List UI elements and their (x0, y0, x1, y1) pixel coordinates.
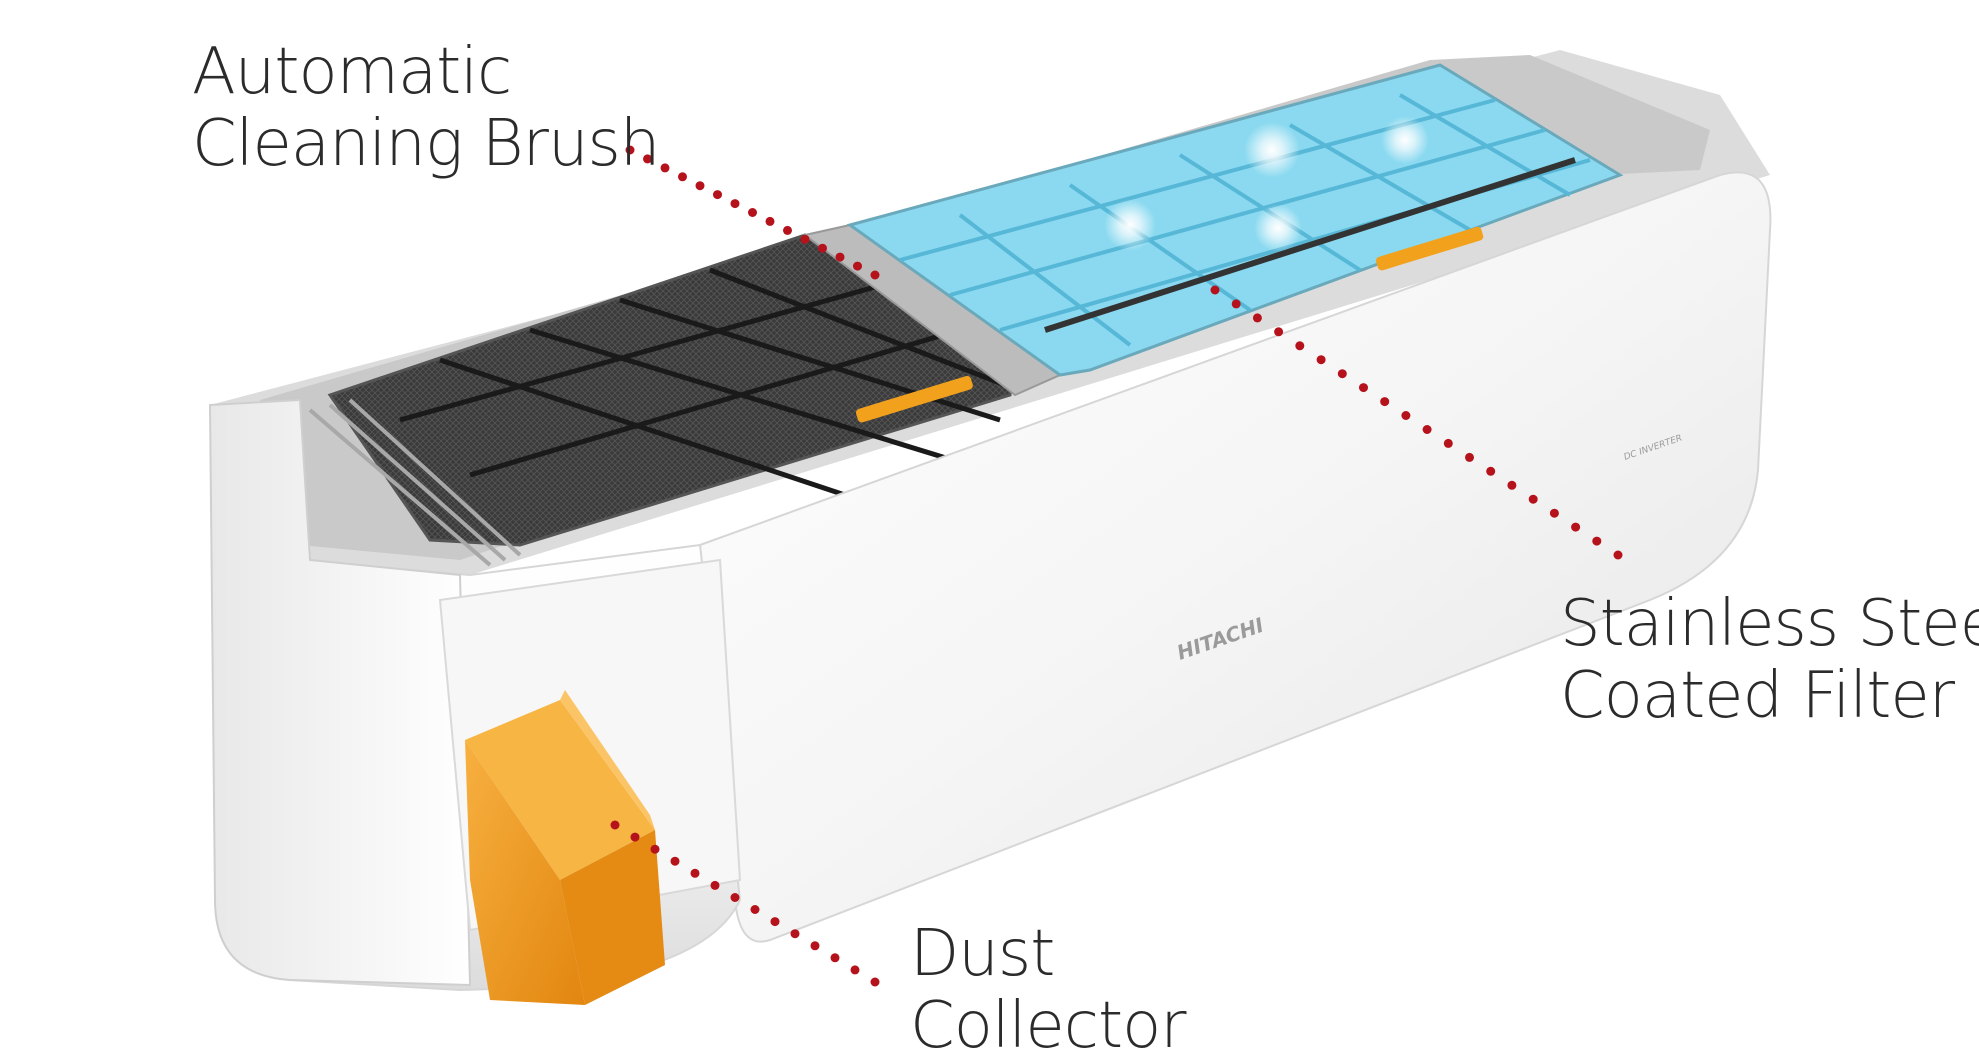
leader-dot (690, 868, 700, 878)
leader-dot (1443, 438, 1453, 448)
leader-dot (783, 225, 792, 235)
leader-dot (730, 893, 740, 902)
leader-dot (1549, 508, 1559, 518)
unit-front-panel (698, 171, 1772, 943)
dust-collector (465, 690, 665, 1005)
leader-dot (1401, 411, 1411, 420)
leader-dot (610, 820, 620, 830)
leader-dot (1359, 383, 1368, 393)
leader-dot (643, 154, 652, 164)
leader-dots-dust (610, 820, 880, 987)
filter-clip-right (1375, 226, 1484, 271)
leader-dot (1380, 397, 1390, 407)
leader-dot (650, 844, 660, 854)
leader-dot (1507, 480, 1517, 490)
leader-dot (1316, 355, 1326, 365)
leader-dots-filter (1210, 285, 1623, 560)
leader-dot (850, 965, 860, 975)
label-dust-collector: Dust Collector (910, 917, 1187, 1063)
sparkle (1104, 199, 1156, 251)
brush-rails (308, 398, 522, 567)
leader-dot (630, 832, 640, 842)
filter-clip-left (855, 375, 973, 423)
leader-dot (670, 856, 680, 866)
leader-dot (1274, 327, 1284, 337)
leader-dot (695, 181, 705, 191)
leader-dot (1613, 550, 1623, 560)
sparkle (1254, 204, 1302, 252)
label-stainless-steel-filter: Stainless Steel Coated Filter (1560, 588, 1979, 732)
label-filter-line2: Coated Filter (1560, 659, 1955, 733)
label-dust-line2: Collector (910, 989, 1187, 1063)
leader-dot (870, 977, 880, 987)
sparkle (1244, 122, 1300, 178)
leader-dot (800, 234, 810, 244)
leader-dot (818, 243, 827, 253)
leader-dot (1592, 536, 1602, 546)
leader-dot (1210, 285, 1220, 295)
leader-dot (1337, 369, 1347, 379)
leader-dot (1295, 341, 1305, 351)
sparkle (1381, 116, 1429, 164)
leader-dot (765, 216, 775, 226)
leader-dot (730, 199, 740, 209)
filter-crossbar (1044, 157, 1576, 333)
leader-dot (1571, 522, 1581, 532)
leader-dot (710, 880, 720, 890)
label-brush-line2: Cleaning Brush (192, 107, 660, 181)
leader-dot (835, 252, 845, 262)
leader-dot (830, 953, 840, 963)
label-brush-line1: Automatic (192, 35, 512, 109)
leader-dot (770, 917, 780, 927)
leader-dot (1528, 494, 1538, 504)
leader-dot (750, 905, 760, 914)
label-dust-line1: Dust (910, 917, 1055, 991)
leader-dot (625, 145, 635, 155)
leader-dot (678, 172, 687, 182)
leader-dot (713, 190, 722, 200)
leader-dots-brush (625, 145, 880, 280)
leader-dot (853, 261, 862, 271)
label-automatic-cleaning-brush: Automatic Cleaning Brush (192, 35, 660, 181)
dirty-filter-grid (399, 267, 1006, 523)
leader-dot (1422, 425, 1432, 434)
leader-dot (1486, 466, 1496, 476)
leader-dot (790, 929, 800, 939)
label-filter-line1: Stainless Steel (1560, 587, 1979, 661)
leader-dot (870, 270, 880, 280)
leader-dot (1465, 452, 1474, 462)
leader-dot (810, 941, 820, 951)
leader-dot (1231, 299, 1241, 309)
leader-dot (748, 208, 757, 217)
leader-dot (1252, 313, 1262, 323)
leader-dot (660, 163, 670, 173)
